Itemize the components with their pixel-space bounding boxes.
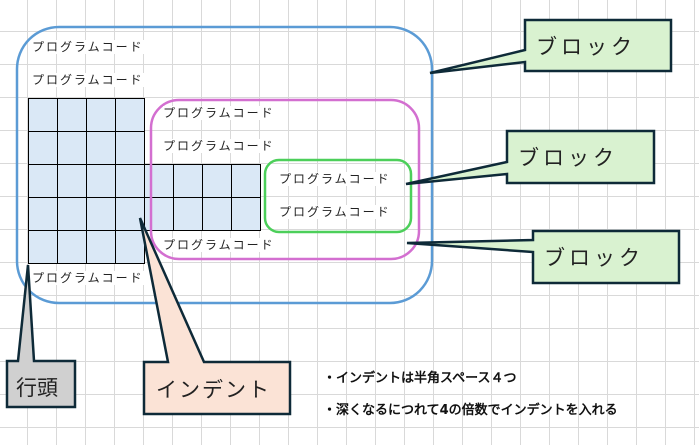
- indent-cell: [115, 98, 145, 132]
- block-callout-2-shape: [405, 129, 656, 186]
- inner-code-line-2: プログラムコード: [279, 205, 391, 219]
- indent-cell: [115, 197, 145, 231]
- indent-callout-label: インデント: [156, 378, 271, 402]
- line-head-callout-shape: [5, 264, 77, 409]
- inner-code-line-1: プログラムコード: [279, 172, 391, 186]
- block-callout-2-label: ブロック: [518, 146, 618, 170]
- middle-code-line-2: プログラムコード: [163, 139, 275, 153]
- middle-block-outline: [149, 98, 421, 261]
- outer-code-line-3: プログラムコード: [32, 271, 144, 285]
- indent-cell: [28, 98, 58, 132]
- outer-code-line-1: プログラムコード: [32, 40, 144, 54]
- note-indent-multiples: ・深くなるにつれて4の倍数でインデントを入れる: [323, 403, 618, 418]
- indent-cell: [144, 197, 174, 231]
- note-indent-spaces: ・インデントは半角スペース４つ: [323, 371, 517, 386]
- indent-cell: [28, 197, 58, 231]
- outer-code-line-2: プログラムコード: [32, 73, 144, 87]
- indent-cell: [115, 230, 145, 264]
- indent-cell: [57, 98, 87, 132]
- indent-callout-shape: [138, 217, 292, 416]
- indent-cell: [57, 164, 87, 198]
- indent-cell: [115, 131, 145, 165]
- indent-cell: [28, 230, 58, 264]
- indent-cell: [202, 197, 232, 231]
- block-callout-1-label: ブロック: [536, 35, 636, 59]
- middle-code-line-3: プログラムコード: [163, 238, 275, 252]
- inner-block-outline: [263, 158, 413, 234]
- block-callout-3-label: ブロック: [544, 246, 644, 270]
- outer-block-outline: [15, 25, 434, 305]
- block-callout-1-shape: [429, 18, 673, 75]
- line-head-callout-label: 行頭: [16, 376, 58, 400]
- indent-cell: [86, 230, 116, 264]
- block-callout-3-shape: [406, 229, 681, 285]
- indent-cell: [231, 197, 261, 231]
- middle-code-line-1: プログラムコード: [163, 106, 275, 120]
- indent-cell: [115, 164, 145, 198]
- indent-cell: [28, 164, 58, 198]
